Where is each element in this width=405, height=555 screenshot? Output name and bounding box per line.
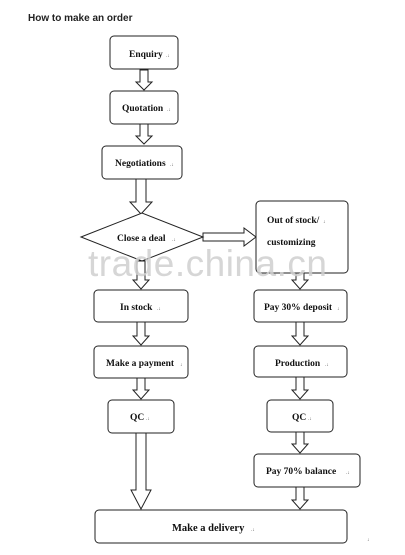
- svg-text:.↓: .↓: [167, 108, 171, 113]
- arrow-enquiry-to-quotation: [134, 69, 154, 91]
- step-qc-right: QC .↓: [266, 399, 334, 433]
- step-make-delivery: Make a delivery .↓: [94, 509, 348, 544]
- step-negotiations: Negotiations .↓: [101, 145, 183, 180]
- step-enquiry: Enquiry .↓: [109, 35, 179, 70]
- svg-text:↓: ↓: [367, 538, 370, 543]
- step-enquiry-label: Enquiry: [129, 50, 163, 60]
- step-in-stock-label: In stock: [120, 303, 153, 313]
- svg-text:.↓: .↓: [170, 163, 174, 168]
- page-title: How to make an order: [28, 13, 133, 24]
- step-make-payment: Make a payment ↓: [93, 345, 189, 379]
- step-pay-deposit-label: Pay 30% deposit: [264, 303, 333, 313]
- arrow-out-of-stock-to-deposit: [290, 272, 310, 290]
- step-production-label: Production: [275, 359, 321, 369]
- svg-text:↓: ↓: [337, 307, 340, 312]
- step-close-deal: Close a deal .↓: [79, 212, 205, 262]
- step-production: Production .↓: [253, 345, 348, 378]
- step-qc-left-label: QC: [130, 413, 144, 423]
- arrow-quotation-to-negotiations: [134, 123, 154, 145]
- step-pay-deposit: Pay 30% deposit ↓: [253, 289, 348, 323]
- step-close-deal-label: Close a deal: [117, 234, 166, 244]
- arrow-negotiations-to-close-deal: [128, 177, 154, 215]
- arrow-in-stock-to-payment: [131, 321, 151, 346]
- step-quotation: Quotation .↓: [109, 90, 179, 125]
- svg-text:.↓: .↓: [172, 238, 176, 243]
- step-out-of-stock-label-2: customizing: [267, 238, 316, 248]
- step-qc-right-label: QC: [292, 413, 306, 423]
- step-qc-left: QC .↓: [107, 399, 175, 434]
- step-make-payment-label: Make a payment: [106, 359, 175, 369]
- svg-text:↓: ↓: [180, 363, 183, 368]
- arrow-qc-to-delivery: [130, 432, 152, 511]
- svg-text:.↓: .↓: [166, 54, 170, 59]
- svg-text:.↓: .↓: [157, 307, 161, 312]
- svg-text:.↓: .↓: [346, 471, 350, 476]
- arrow-deposit-to-production: [290, 321, 310, 346]
- step-pay-balance-label: Pay 70% balance: [266, 467, 336, 477]
- arrow-payment-to-qc: [131, 377, 151, 400]
- arrow-qc-to-balance: [290, 431, 310, 454]
- step-in-stock: In stock .↓: [93, 289, 189, 323]
- step-out-of-stock-label-1: Out of stock/: [267, 216, 320, 226]
- svg-text:.↓: .↓: [325, 363, 329, 368]
- arrow-balance-to-delivery: [290, 486, 310, 510]
- step-negotiations-label: Negotiations: [115, 159, 166, 169]
- arrow-production-to-qc: [290, 376, 310, 400]
- watermark: trade.china.cn: [88, 243, 328, 284]
- svg-text:↓: ↓: [323, 220, 326, 225]
- step-make-delivery-label: Make a delivery: [172, 523, 245, 534]
- svg-text:.↓: .↓: [146, 417, 150, 422]
- step-pay-balance: Pay 70% balance .↓: [253, 453, 361, 488]
- arrow-close-deal-to-out-of-stock: [202, 227, 257, 247]
- step-out-of-stock: Out of stock/ ↓ customizing: [255, 200, 349, 274]
- step-quotation-label: Quotation: [122, 104, 164, 114]
- arrow-close-deal-to-in-stock: [131, 260, 151, 290]
- svg-text:.↓: .↓: [308, 417, 312, 422]
- svg-text:.↓: .↓: [251, 528, 255, 533]
